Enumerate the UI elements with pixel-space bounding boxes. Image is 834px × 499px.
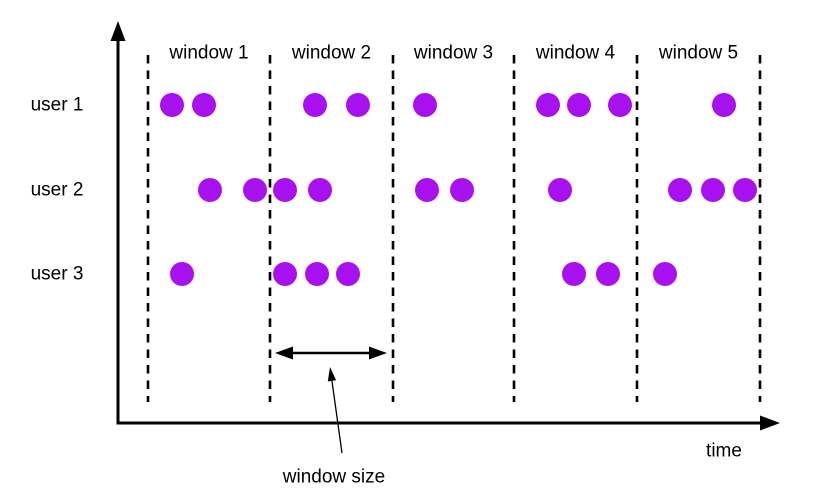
user-1-label: user 1 <box>30 94 84 116</box>
window-4-label: window 4 <box>535 42 616 64</box>
event-dot <box>413 93 437 117</box>
x-axis-arrowhead <box>760 415 780 431</box>
event-dot <box>567 93 591 117</box>
user-2-label: user 2 <box>30 179 84 201</box>
event-dot <box>346 93 370 117</box>
event-dot <box>562 262 586 286</box>
window-3-label: window 3 <box>413 42 494 64</box>
event-dot <box>415 178 439 202</box>
event-dot <box>305 262 329 286</box>
event-dot <box>303 93 327 117</box>
event-dot <box>712 93 736 117</box>
event-dot <box>336 262 360 286</box>
event-dot <box>733 178 757 202</box>
event-dot <box>273 262 297 286</box>
pointer-arrowhead <box>327 367 337 382</box>
window-5-label: window 5 <box>658 42 739 64</box>
pointer-arrow-line <box>331 380 343 454</box>
event-dot <box>192 93 216 117</box>
window-2-label: window 2 <box>291 42 372 64</box>
event-dot <box>536 93 560 117</box>
user-3-label: user 3 <box>30 263 84 285</box>
window-size-label: window size <box>282 466 386 488</box>
event-dot <box>160 93 184 117</box>
event-dot <box>608 93 632 117</box>
window-1-label: window 1 <box>169 42 249 64</box>
event-dot <box>450 178 474 202</box>
event-dot <box>198 178 222 202</box>
event-dot <box>273 178 297 202</box>
window-size-arrowhead-left <box>275 346 293 360</box>
event-dot <box>243 178 267 202</box>
window-size-arrowhead-right <box>369 346 387 360</box>
time-axis-label: time <box>706 440 742 462</box>
event-dot <box>701 178 725 202</box>
event-dot <box>308 178 332 202</box>
event-dot <box>596 262 620 286</box>
event-dot <box>653 262 677 286</box>
event-dot <box>170 262 194 286</box>
event-dot <box>668 178 692 202</box>
y-axis-arrowhead <box>110 21 126 41</box>
event-dot <box>548 178 572 202</box>
